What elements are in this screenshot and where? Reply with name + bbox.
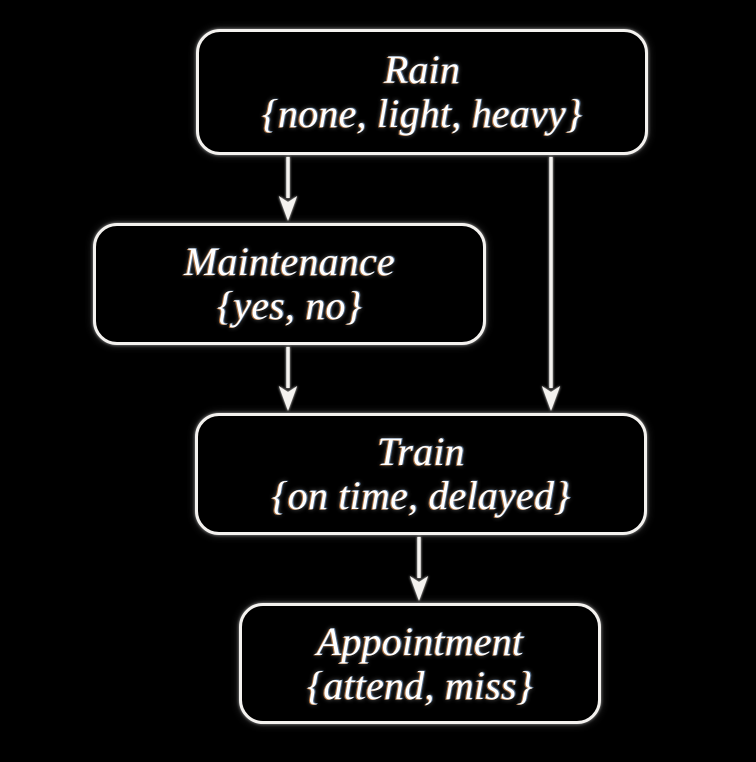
edge-maintenance-to-train xyxy=(278,347,298,411)
node-rain[interactable]: Rain {none, light, heavy} xyxy=(196,29,648,155)
edge-train-to-appointment xyxy=(409,537,429,601)
edge-rain-to-train xyxy=(541,157,561,411)
node-train[interactable]: Train {on time, delayed} xyxy=(195,413,647,535)
node-train-states: {on time, delayed} xyxy=(271,473,571,518)
node-rain-label: Rain xyxy=(383,47,461,93)
node-train-label: Train xyxy=(377,429,465,475)
node-appointment-states: {attend, miss} xyxy=(307,662,533,708)
node-maintenance-label: Maintenance xyxy=(183,239,395,285)
node-rain-states: {none, light, heavy} xyxy=(261,91,583,136)
node-maintenance-states: {yes, no} xyxy=(217,283,362,328)
node-appointment[interactable]: Appointment {attend, miss} xyxy=(239,603,601,724)
node-maintenance[interactable]: Maintenance {yes, no} xyxy=(93,223,486,345)
edge-rain-to-maintenance xyxy=(278,157,298,221)
node-appointment-label: Appointment xyxy=(316,618,524,664)
